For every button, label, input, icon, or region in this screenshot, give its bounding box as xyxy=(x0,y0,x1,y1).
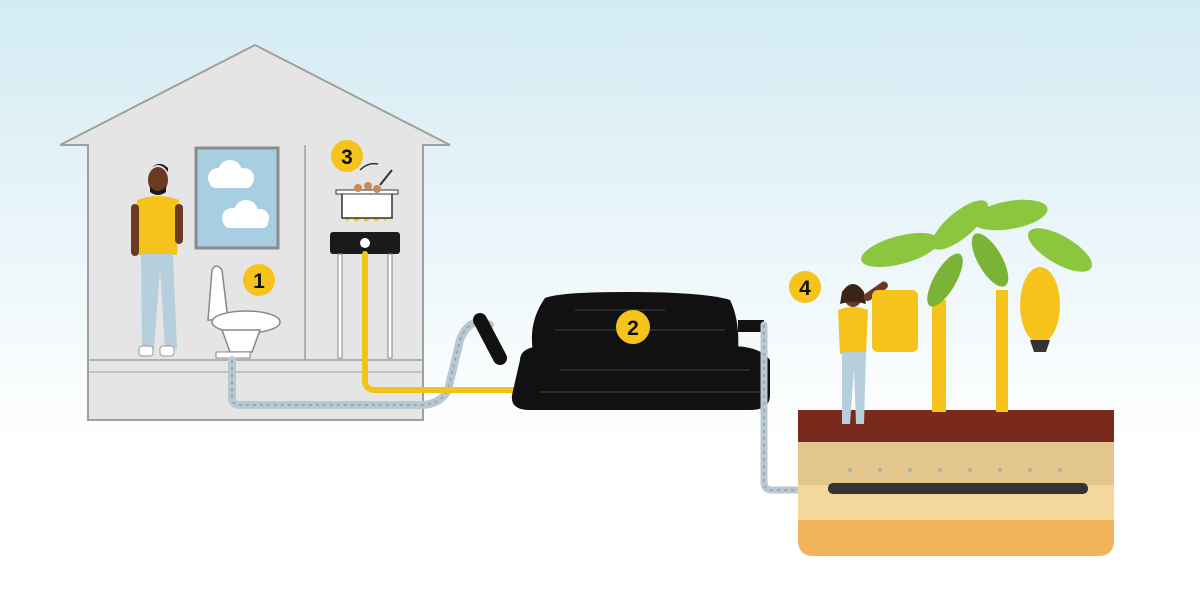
garden-bed xyxy=(798,410,1114,556)
toilet-icon xyxy=(207,265,281,359)
person-icon xyxy=(838,281,918,424)
stove-icon xyxy=(330,232,400,359)
step-badge-4 xyxy=(789,271,821,303)
person-icon xyxy=(131,163,183,357)
cooking-pot-icon xyxy=(335,162,399,222)
banana-plant-icon xyxy=(861,199,1092,412)
step-badge-3 xyxy=(331,140,363,172)
step-badge-4-number: 4 xyxy=(799,277,811,300)
gas-pipe xyxy=(362,251,518,393)
step-badge-1 xyxy=(243,264,275,296)
step-badge-3-number: 3 xyxy=(341,146,353,169)
window xyxy=(194,146,280,250)
cloud-icon xyxy=(208,160,254,188)
step-badge-2-number: 2 xyxy=(627,317,639,340)
step-badge-2 xyxy=(616,310,650,344)
step-badge-1-number: 1 xyxy=(253,270,265,293)
cloud-icon xyxy=(222,200,269,228)
